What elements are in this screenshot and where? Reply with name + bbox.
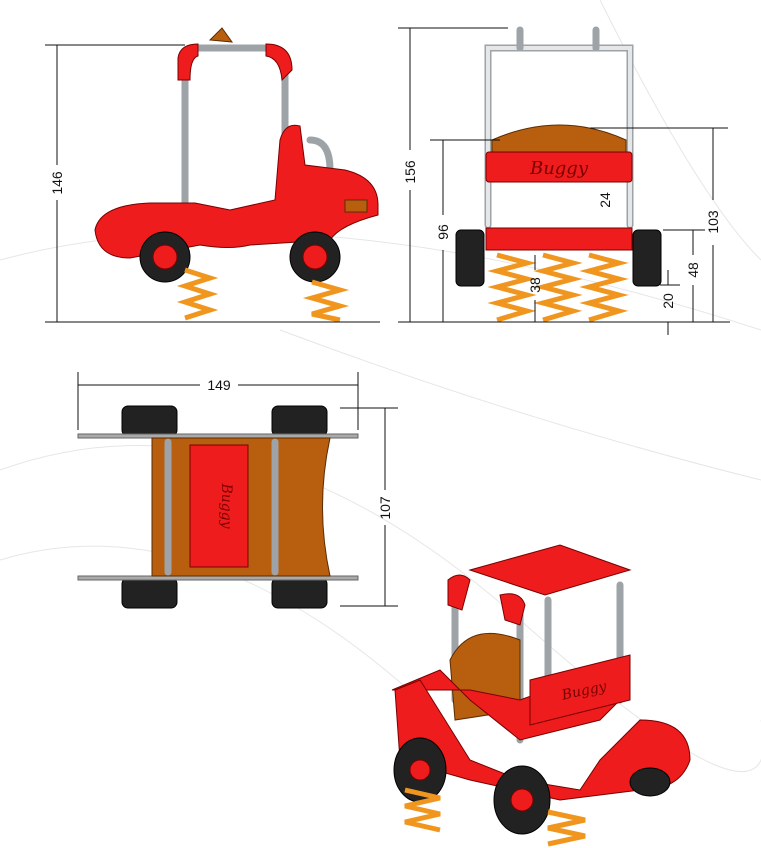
front-view: Buggy 156 96 24 103 38 48 20: [398, 26, 730, 335]
dimension-length: 149: [207, 377, 231, 393]
side-wheel-front: [139, 231, 191, 283]
buggy-logo-front: Buggy: [529, 158, 589, 179]
isometric-view: Buggy: [391, 544, 691, 847]
dimension-spring: 38: [527, 277, 543, 293]
dimension-seat-height: 96: [435, 224, 451, 240]
buggy-logo-top: Buggy: [218, 482, 234, 529]
dimension-total-height: 156: [402, 160, 418, 184]
iso-wheel-left: [393, 737, 447, 803]
iso-wheel-front: [493, 765, 551, 835]
dimension-ground-clearance: 20: [660, 293, 676, 309]
top-view: Buggy 149 107: [77, 372, 398, 609]
dimension-top-bar: 103: [705, 210, 721, 234]
dimension-panel: 24: [597, 192, 613, 208]
side-wheel-rear: [289, 231, 341, 283]
dimension-side-height: 146: [49, 171, 65, 195]
dimension-axle: 48: [685, 262, 701, 278]
side-view: 146: [45, 27, 380, 323]
background-sketch: [0, 0, 761, 773]
dimension-width: 107: [377, 496, 393, 520]
